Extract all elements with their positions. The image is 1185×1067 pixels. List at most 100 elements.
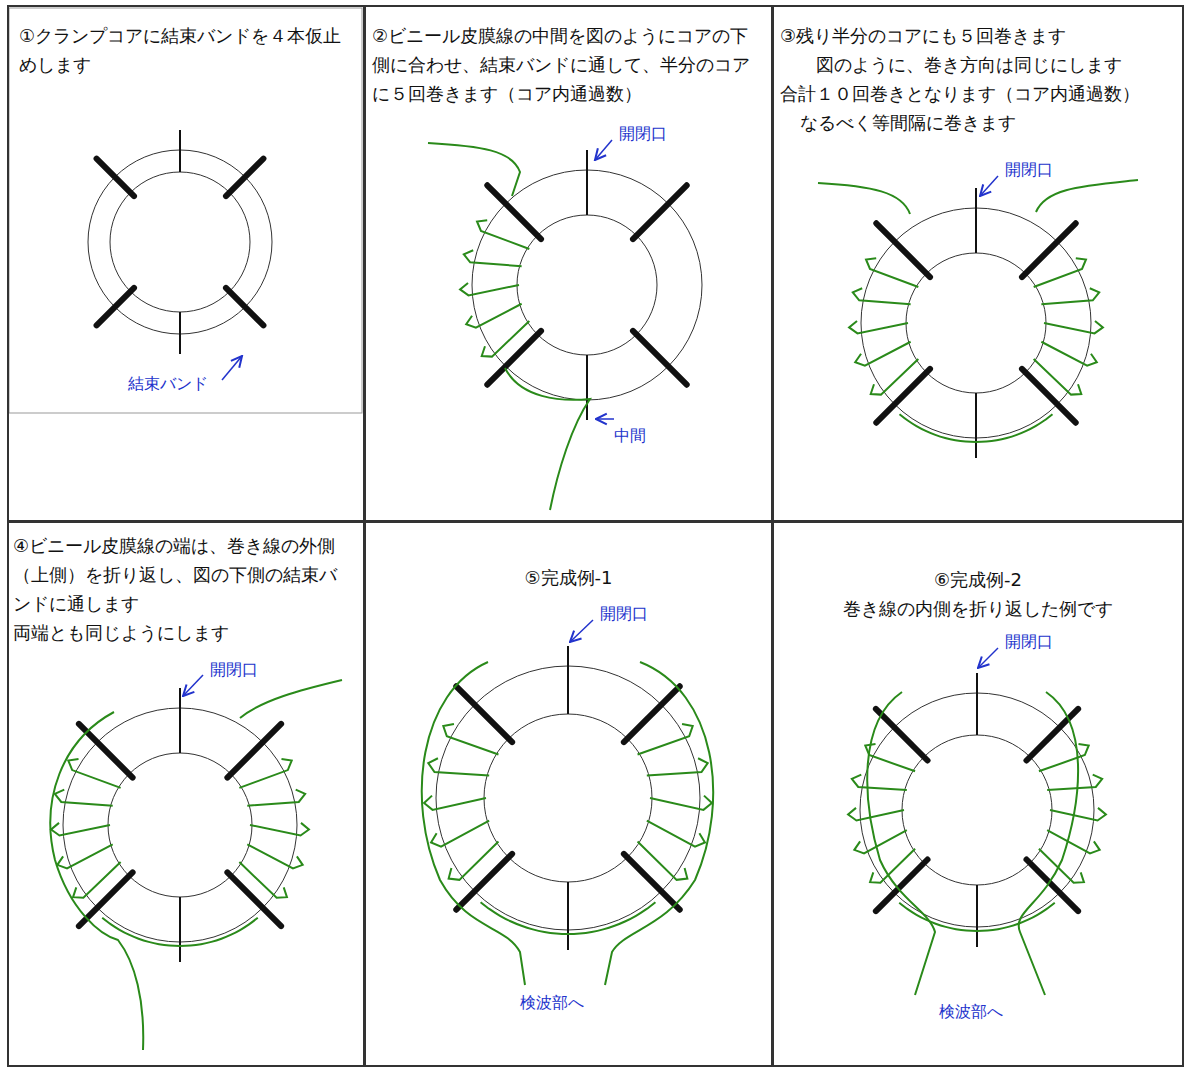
- wire-bottom: [900, 414, 1053, 442]
- step-heading: ⑤完成例-1: [372, 563, 765, 592]
- winding-turn: [239, 759, 291, 788]
- winding-turn: [431, 821, 489, 847]
- core-split: [586, 355, 588, 420]
- core-split: [975, 188, 977, 253]
- winding-turn: [647, 758, 708, 775]
- panel-text: ①クランプコアに結束バンドを４本仮止めします: [9, 7, 363, 79]
- step-heading: ④ビニール皮膜線の端は、巻き線の外側（上側）を折り返し、図の下側の結束バンドに通…: [13, 531, 353, 618]
- midpoint-label: 中間: [612, 426, 648, 446]
- step-heading: ①クランプコアに結束バンドを４本仮止めします: [19, 21, 353, 79]
- step-heading: ②ビニール皮膜線の中間を図のようにコアの下側に合わせ、結束バンドに通して、半分の…: [372, 21, 765, 108]
- winding-turn: [1044, 321, 1103, 333]
- output-label: 検波部へ: [518, 993, 586, 1013]
- winding-turn: [464, 250, 522, 266]
- winding-turn: [650, 796, 712, 810]
- cable-tie: [1022, 369, 1076, 423]
- step-note: 合計１０回巻きとなります（コア内通過数）: [780, 79, 1176, 108]
- cable-tie: [633, 331, 687, 385]
- winding-turn: [428, 758, 489, 775]
- output-label: 検波部へ: [937, 1002, 1005, 1022]
- clamp-core: [848, 673, 1106, 947]
- panel-text: ⑤完成例-1: [366, 523, 771, 592]
- winding-turn: [1041, 342, 1096, 366]
- winding-turn: [638, 724, 693, 755]
- opening-label: 開閉口: [617, 124, 669, 144]
- lead-wire: [505, 368, 590, 510]
- winding-turn: [1050, 808, 1106, 821]
- opening-label: 開閉口: [208, 660, 260, 680]
- core-split: [179, 897, 181, 962]
- cable-tie: [226, 288, 263, 325]
- cable-tie: [97, 288, 134, 325]
- winding-turn: [460, 283, 519, 295]
- step-heading: ③残り半分のコアにも５回巻きます: [780, 21, 1176, 50]
- cable-tie: [876, 369, 930, 423]
- cable-tie: [487, 331, 541, 385]
- winding-turn: [443, 724, 498, 755]
- lead-wire: [422, 662, 525, 985]
- part-label: 結束バンド: [126, 374, 210, 394]
- winding-turn: [647, 821, 705, 847]
- step-note: 巻き線の内側を折り返した例です: [780, 594, 1176, 623]
- winding-turn: [247, 790, 305, 806]
- core-outer: [88, 150, 272, 334]
- core-split: [976, 885, 978, 947]
- cable-tie: [1022, 223, 1076, 277]
- step-note: 両端とも同じようにします: [13, 618, 353, 647]
- panel-text: ②ビニール皮膜線の中間を図のようにコアの下側に合わせ、結束バンドに通して、半分の…: [366, 7, 771, 108]
- winding-turn: [57, 844, 112, 868]
- panel-text: ③残り半分のコアにも５回巻きます図のように、巻き方向は同じにします合計１０回巻き…: [774, 7, 1182, 137]
- step-panel: ①クランプコアに結束バンドを４本仮止めします: [7, 5, 365, 522]
- leader-arrow: [978, 648, 998, 668]
- inner-frame: [9, 8, 362, 413]
- winding-turn: [51, 823, 110, 836]
- leader-arrow: [595, 140, 612, 160]
- winding-turn: [247, 844, 302, 868]
- cable-tie: [876, 709, 928, 761]
- lead-wire: [605, 662, 713, 985]
- winding-turn: [865, 744, 915, 771]
- lead-wire: [428, 143, 520, 196]
- wire-bottom: [481, 902, 656, 934]
- winding-turn: [854, 830, 907, 853]
- core-split: [586, 150, 588, 215]
- step-note: 図のように、巻き方向は同じにします: [780, 50, 1176, 79]
- lead-wire: [867, 692, 935, 995]
- cable-tie: [1026, 709, 1078, 761]
- winding-turn: [466, 304, 521, 328]
- opening-label: 開閉口: [1003, 160, 1055, 180]
- leader-arrow: [222, 356, 242, 380]
- winding-turn: [250, 823, 309, 836]
- cable-tie: [1026, 859, 1078, 911]
- step-panel: ⑤完成例-1: [364, 521, 773, 1067]
- opening-label: 開閉口: [598, 604, 650, 624]
- lead-wire: [818, 183, 910, 214]
- lead-wire: [240, 680, 342, 718]
- panel-text: ⑥完成例-2巻き線の内側を折り返した例です: [774, 523, 1182, 623]
- core-split: [976, 673, 978, 735]
- winding-turn: [1047, 775, 1102, 790]
- lead-wire: [1036, 180, 1138, 212]
- cable-tie: [456, 686, 512, 742]
- cable-tie: [487, 185, 541, 239]
- step-note: なるべく等間隔に巻きます: [780, 108, 1176, 137]
- cable-tie: [97, 159, 134, 196]
- cable-tie: [227, 724, 281, 778]
- cable-tie: [226, 159, 263, 196]
- winding-turn: [68, 759, 120, 788]
- wire-bottom: [899, 903, 1055, 931]
- step-panel: ⑥完成例-2巻き線の内側を折り返した例です: [772, 521, 1184, 1067]
- core-split: [179, 688, 181, 753]
- clamp-core: [88, 130, 272, 354]
- winding-turn: [424, 796, 486, 810]
- opening-label: 開閉口: [1003, 632, 1055, 652]
- core-split: [179, 312, 181, 354]
- leader-arrow: [980, 176, 998, 196]
- cable-tie: [876, 223, 930, 277]
- panel-text: ④ビニール皮膜線の端は、巻き線の外側（上側）を折り返し、図の下側の結束バンドに通…: [9, 523, 363, 647]
- core-split: [567, 646, 569, 714]
- core-split: [567, 882, 569, 950]
- wire-leads: [50, 143, 1138, 1050]
- step-panel: ②ビニール皮膜線の中間を図のようにコアの下側に合わせ、結束バンドに通して、半分の…: [364, 5, 773, 522]
- winding-turn: [852, 775, 907, 790]
